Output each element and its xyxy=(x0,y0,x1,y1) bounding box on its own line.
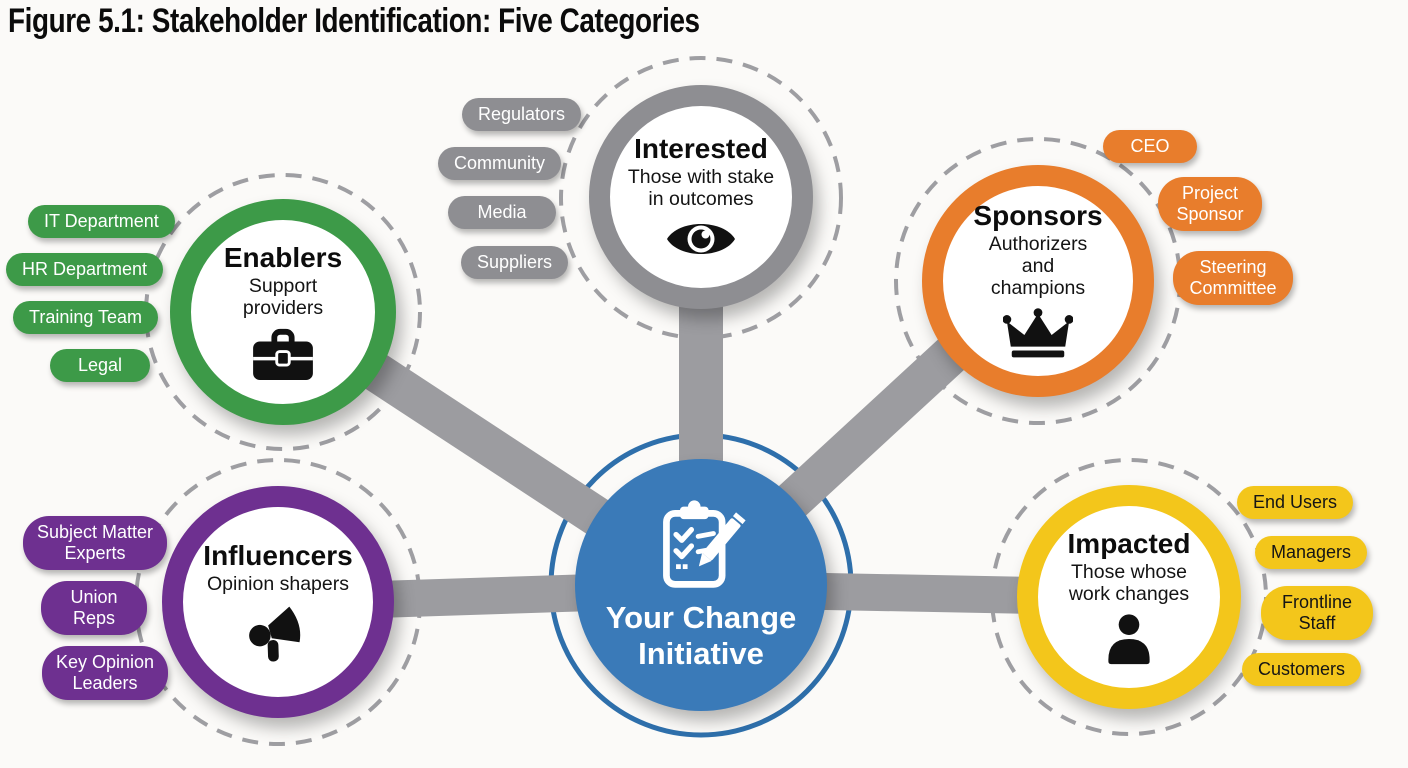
tag-steering-committee: Steering Committee xyxy=(1173,251,1293,305)
tag-training-team: Training Team xyxy=(13,301,159,334)
tag-end-users: End Users xyxy=(1237,486,1354,519)
tag-hr-department: HR Department xyxy=(6,253,164,286)
category-name: Impacted xyxy=(1067,527,1191,559)
category-circle-influencers: Influencers Opinion shapers xyxy=(162,486,394,718)
category-subtitle: Those whose work changes xyxy=(1068,561,1190,606)
category-name: Influencers xyxy=(203,539,353,571)
tag-customers: Customers xyxy=(1242,653,1362,686)
category-subtitle: Authorizers and champions xyxy=(988,233,1088,300)
dashed-halo-enablers xyxy=(144,173,422,451)
category-name: Interested xyxy=(634,132,768,164)
tag-regulators: Regulators xyxy=(462,98,582,131)
category-circle-sponsors: Sponsors Authorizers and champions xyxy=(922,165,1154,397)
category-subtitle: Those with stake in outcomes xyxy=(627,166,775,211)
tag-it-department: IT Department xyxy=(28,205,175,238)
tag-suppliers: Suppliers xyxy=(461,246,569,279)
tag-media: Media xyxy=(448,196,556,229)
megaphone-icon xyxy=(249,606,301,662)
tag-project-sponsor: Project Sponsor xyxy=(1158,177,1262,231)
category-name: Enablers xyxy=(223,241,343,273)
eye-icon xyxy=(667,224,735,255)
category-subtitle: Support providers xyxy=(242,275,324,320)
person-icon xyxy=(1108,614,1150,665)
tag-ceo: CEO xyxy=(1103,130,1197,163)
category-circle-enablers: Enablers Support providers xyxy=(170,199,396,425)
clipboard-checklist-pencil-icon xyxy=(663,500,746,588)
tag-union-reps: Union Reps xyxy=(41,581,147,635)
category-subtitle: Opinion shapers xyxy=(206,573,349,596)
category-name: Sponsors xyxy=(973,199,1103,231)
tag-community: Community xyxy=(438,147,562,180)
category-circle-impacted: Impacted Those whose work changes xyxy=(1017,485,1241,709)
briefcase-icon xyxy=(253,329,313,381)
tag-legal: Legal xyxy=(50,349,150,382)
figure-title: Figure 5.1: Stakeholder Identification: … xyxy=(8,2,700,40)
category-circle-interested: Interested Those with stake in outcomes xyxy=(589,85,813,309)
tag-frontline-staff: Frontline Staff xyxy=(1261,586,1373,640)
tag-key-opinion-leaders: Key Opinion Leaders xyxy=(42,646,168,700)
tag-subject-matter-experts: Subject Matter Experts xyxy=(23,516,167,570)
crown-icon xyxy=(1003,308,1073,358)
tag-managers: Managers xyxy=(1255,536,1368,569)
